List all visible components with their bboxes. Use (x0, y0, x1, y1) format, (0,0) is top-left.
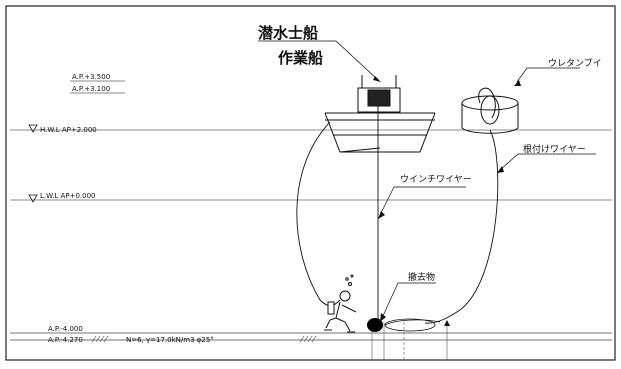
seabed-hatch-middle (299, 335, 317, 343)
buoy-leader-arrow (514, 80, 521, 86)
vessel-title-diver: 潜水士船 (258, 24, 318, 42)
level-ap-3100: A.P.+3.100 (72, 85, 110, 93)
mooring-leader-arrow (497, 166, 504, 173)
title-leader-arrow (373, 76, 381, 82)
winch-leader-arrow (378, 211, 385, 219)
soil-spec: N=6, γ=17.0kN/m3 φ25° (126, 336, 214, 344)
level-lwl: L.W.L AP+0.000 (40, 192, 96, 200)
mooring-wire (424, 129, 499, 324)
level-ap-m4270: A.P.-4.270 (48, 336, 83, 344)
level-ap-3500: A.P.+3.500 (72, 73, 110, 81)
drawing-border (5, 5, 616, 361)
level-ap-m4000: A.P.-4.000 (48, 325, 83, 333)
vessel-hull (324, 112, 436, 153)
lwl-triangle-icon (28, 194, 38, 203)
urethane-buoy (461, 87, 519, 134)
diver-figure (324, 274, 357, 333)
work-vessel (324, 75, 436, 153)
vessel-cabin (357, 87, 401, 113)
winch-leader (379, 186, 466, 216)
diver-lifeline (296, 121, 341, 307)
debris-leader (381, 282, 436, 319)
mooring-leader (499, 153, 596, 171)
vessel-title-work: 作業船 (278, 49, 323, 67)
seabed-hatch-left (91, 335, 109, 343)
debris-outline (384, 318, 436, 332)
debris-leader-arrow (380, 313, 386, 322)
hwl-triangle-icon (28, 124, 38, 133)
level-hwl: H.W.L AP+2.000 (40, 126, 97, 134)
callout-mooring-wire: 根付けワイヤー (523, 143, 586, 155)
title-leader-line (258, 40, 379, 81)
debris-object (367, 318, 383, 332)
winch-block (367, 89, 391, 107)
buoy-leader (516, 67, 580, 83)
callout-debris: 撤去物 (408, 271, 435, 283)
callout-buoy: ウレタンブイ (548, 57, 602, 69)
debris-rope (384, 319, 441, 326)
callout-winch-wire: ウインチワイヤー (400, 174, 472, 185)
pile-top-marker (444, 320, 450, 326)
